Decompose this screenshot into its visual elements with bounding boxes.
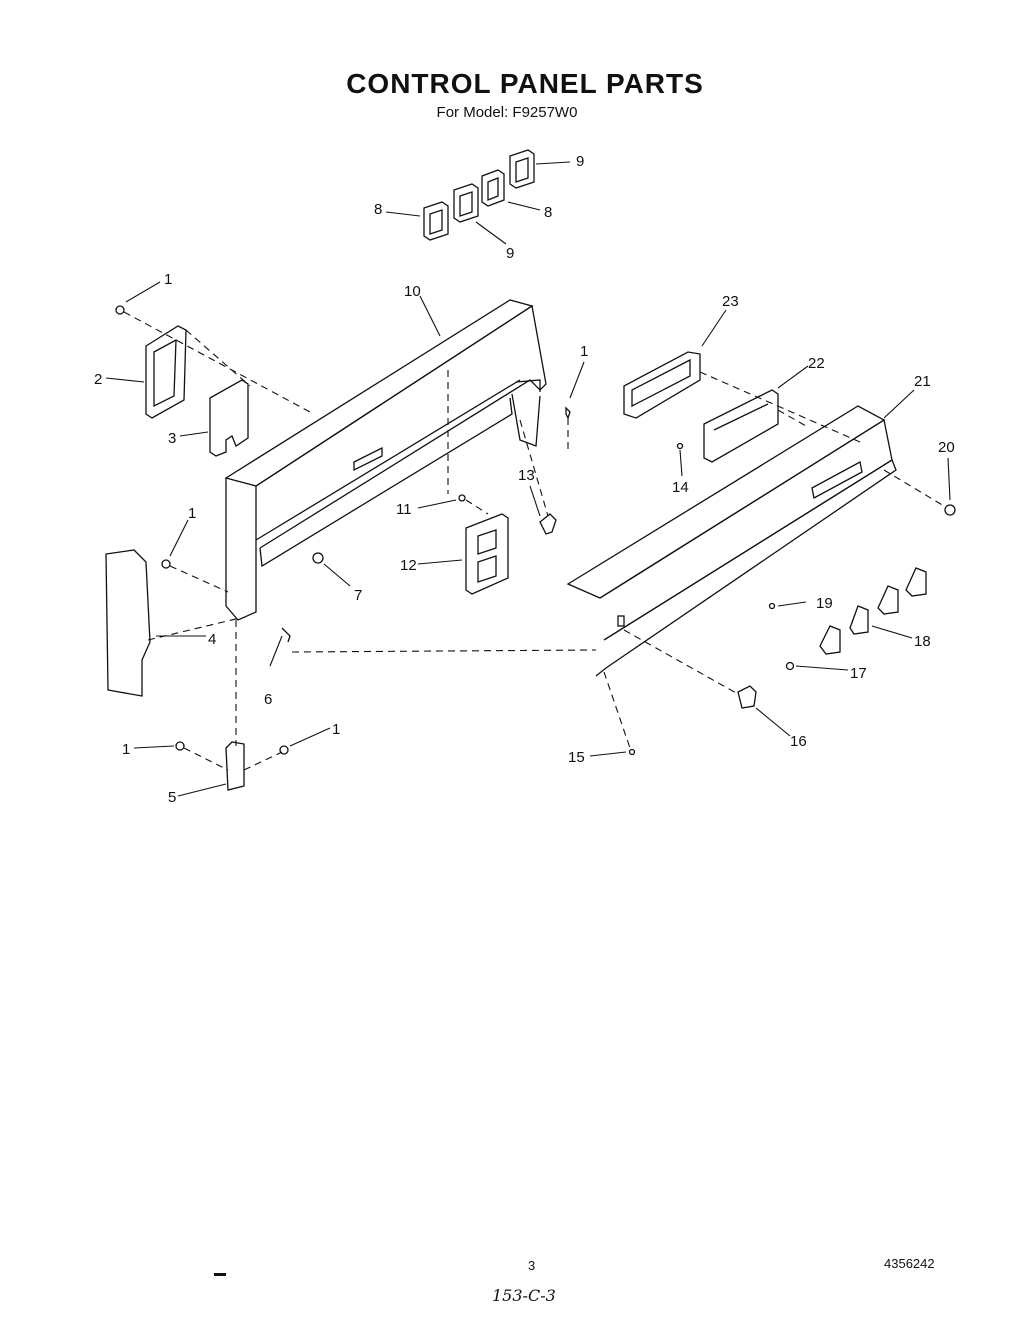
callout-5: 5	[168, 789, 176, 806]
callout-8: 8	[374, 201, 382, 218]
back-panel-part-10	[224, 299, 547, 621]
callout-4: 4	[208, 631, 216, 648]
switch-part-16	[737, 685, 757, 709]
callout-1: 1	[188, 505, 196, 522]
bracket-part-2	[145, 325, 187, 419]
switch-part-9-left	[453, 183, 479, 223]
display-module-part-23	[623, 351, 701, 419]
callout-18: 18	[914, 633, 931, 650]
callout-22: 22	[808, 355, 825, 372]
switch-part-8-right	[481, 169, 505, 207]
callout-6: 6	[264, 691, 272, 708]
callout-1: 1	[122, 741, 130, 758]
clip-part-5	[225, 741, 245, 791]
callout-3: 3	[168, 430, 176, 447]
assembly-lines	[123, 311, 945, 771]
callout-13: 13	[518, 467, 535, 484]
bracket-part-22	[703, 389, 779, 463]
wire-nut-part-13	[539, 513, 557, 535]
screw-part-11	[458, 494, 466, 502]
callout-7: 7	[354, 587, 362, 604]
callout-8: 8	[544, 204, 552, 221]
page-title: CONTROL PANEL PARTS	[346, 68, 704, 99]
callout-19: 19	[816, 595, 833, 612]
callout-9: 9	[576, 153, 584, 170]
callout-leaders	[105, 161, 951, 797]
lamp-part-19	[768, 602, 776, 610]
callout-14: 14	[672, 479, 689, 496]
callout-20: 20	[938, 439, 955, 456]
scan-mark	[214, 1273, 226, 1276]
switch-part-9-right	[509, 149, 535, 189]
knob-part-20	[944, 504, 956, 516]
knob-part-18	[819, 567, 927, 655]
screw-part-14	[676, 442, 684, 450]
callout-15: 15	[568, 749, 585, 766]
bracket-part-3	[209, 379, 249, 457]
clip-part-6	[281, 627, 291, 643]
callout-11: 11	[396, 501, 412, 518]
document-number: 4356242	[884, 1256, 935, 1271]
callout-17: 17	[850, 665, 867, 682]
spring-part-17	[785, 661, 795, 671]
switch-part-8-left	[423, 201, 449, 241]
screw-part-1	[115, 305, 571, 755]
page-number: 3	[528, 1258, 536, 1273]
callout-1: 1	[332, 721, 340, 738]
end-cap-part-4	[105, 549, 151, 697]
callout-21: 21	[914, 373, 931, 390]
board-part-12	[465, 513, 509, 595]
callout-12: 12	[400, 557, 417, 574]
callout-16: 16	[790, 733, 807, 750]
callout-9: 9	[506, 245, 514, 262]
callout-23: 23	[722, 293, 739, 310]
callout-2: 2	[94, 371, 102, 388]
handwritten-note: 153-C-3	[492, 1286, 556, 1305]
model-subtitle: For Model: F9257W0	[436, 104, 578, 121]
callout-10: 10	[404, 283, 421, 300]
control-panel-part-21	[566, 405, 897, 677]
callout-1: 1	[164, 271, 172, 288]
callout-1: 1	[580, 343, 588, 360]
screw-part-15	[628, 748, 636, 756]
nut-part-7	[312, 552, 324, 564]
